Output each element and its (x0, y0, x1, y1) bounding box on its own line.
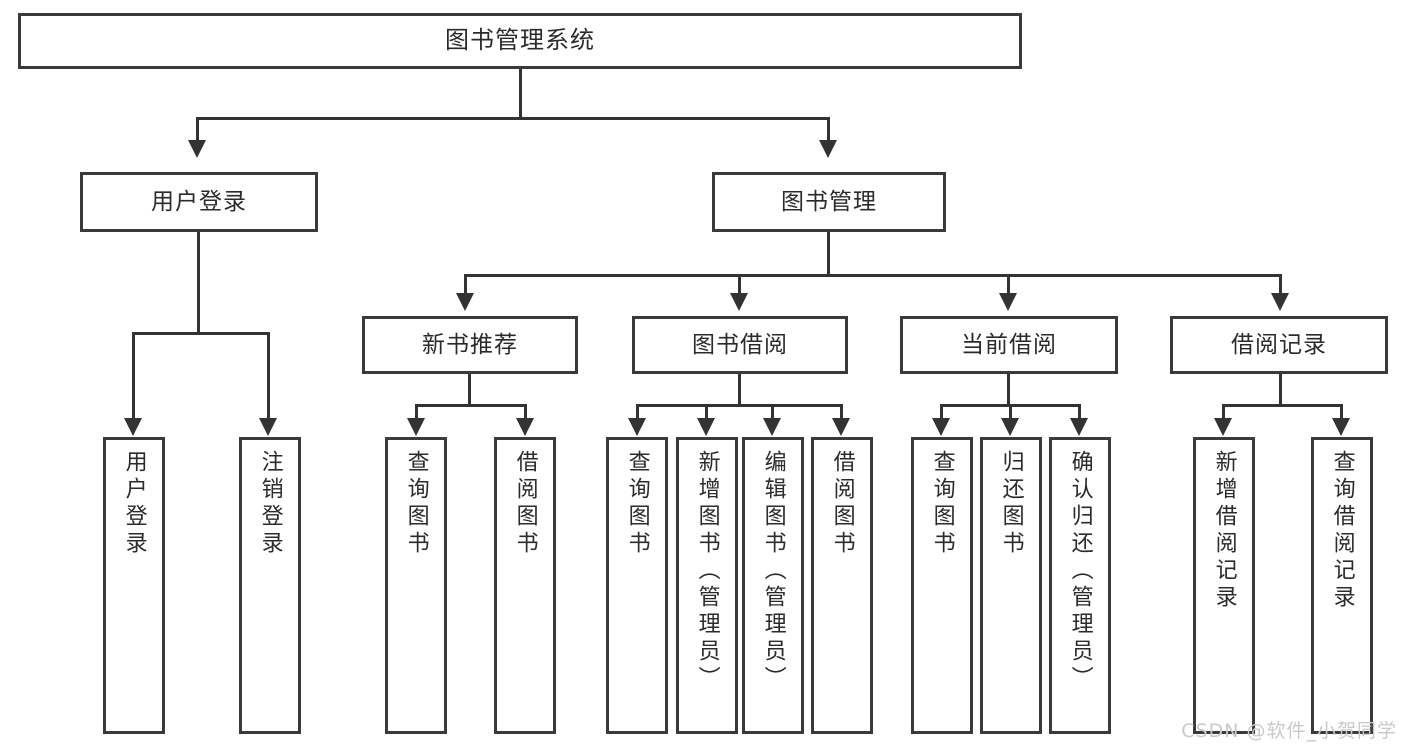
connector-book-mgmt-stem (827, 232, 830, 276)
arrow-nb-query-book (407, 418, 425, 436)
arrow-bb-edit-book (763, 418, 781, 436)
connector-root-bar (196, 117, 830, 120)
arrow-cb-return-book (1001, 418, 1019, 436)
node-label: 借阅图书 (829, 450, 855, 558)
leaf-nb-borrow-book[interactable]: 借阅图书 (494, 437, 556, 734)
arrow-to-book-borrow (730, 293, 748, 311)
node-label: 查询图书 (624, 450, 650, 558)
node-label: 确认归还（管理员） (1067, 450, 1093, 693)
connector-to-new-book (464, 274, 467, 296)
connector-to-book-borrow (738, 274, 741, 296)
connector-cb-leaf3 (1078, 404, 1081, 420)
node-new-book-recommend[interactable]: 新书推荐 (362, 316, 578, 374)
connector-cb-leaf1 (940, 404, 943, 420)
arrow-bb-add-book (697, 418, 715, 436)
arrow-br-query-record (1332, 418, 1350, 436)
connector-book-borrow-bar (636, 404, 843, 407)
arrow-leaf-logout (259, 418, 277, 436)
leaf-bb-edit-book[interactable]: 编辑图书（管理员） (742, 437, 804, 734)
connector-root-to-user-login (196, 117, 199, 142)
arrow-to-new-book (456, 293, 474, 311)
arrow-br-add-record (1214, 418, 1232, 436)
connector-bb-leaf3 (771, 404, 774, 420)
connector-borrow-record-stem (1279, 374, 1282, 406)
node-label: 归还图书 (998, 450, 1024, 558)
node-label: 新增借阅记录 (1211, 450, 1237, 612)
connector-to-borrow-record (1279, 274, 1282, 296)
node-label: 当前借阅 (961, 331, 1057, 358)
leaf-user-login[interactable]: 用户登录 (103, 437, 165, 734)
connector-bb-leaf2 (705, 404, 708, 420)
node-label: 新增图书（管理员） (694, 450, 720, 693)
node-current-borrow[interactable]: 当前借阅 (900, 316, 1118, 374)
leaf-bb-borrow-book[interactable]: 借阅图书 (811, 437, 873, 734)
arrow-bb-query-book (628, 418, 646, 436)
leaf-bb-add-book[interactable]: 新增图书（管理员） (676, 437, 738, 734)
connector-user-login-leaf1 (132, 332, 135, 420)
connector-user-login-stem (197, 232, 200, 334)
connector-borrow-record-bar (1222, 404, 1343, 407)
node-borrow-record[interactable]: 借阅记录 (1170, 316, 1388, 374)
leaf-nb-query-book[interactable]: 查询图书 (385, 437, 447, 734)
arrow-to-book-mgmt (819, 140, 837, 158)
node-book-management[interactable]: 图书管理 (712, 172, 946, 232)
node-label: 用户登录 (151, 188, 247, 215)
connector-current-borrow-stem (1007, 374, 1010, 406)
arrow-leaf-user-login (124, 418, 142, 436)
node-book-borrow[interactable]: 图书借阅 (632, 316, 848, 374)
node-label: 借阅记录 (1231, 331, 1327, 358)
connector-bb-leaf1 (636, 404, 639, 420)
arrow-nb-borrow-book (516, 418, 534, 436)
leaf-bb-query-book[interactable]: 查询图书 (606, 437, 668, 734)
connector-br-leaf2 (1340, 404, 1343, 420)
node-label: 编辑图书（管理员） (760, 450, 786, 693)
node-label: 查询图书 (403, 450, 429, 558)
connector-cb-leaf2 (1009, 404, 1012, 420)
leaf-br-add-record[interactable]: 新增借阅记录 (1193, 437, 1255, 734)
leaf-br-query-record[interactable]: 查询借阅记录 (1311, 437, 1373, 734)
connector-new-book-leaf1 (415, 404, 418, 420)
node-label: 查询图书 (929, 450, 955, 558)
node-label: 借阅图书 (512, 450, 538, 558)
node-label: 用户登录 (121, 450, 147, 558)
node-label: 图书借阅 (692, 331, 788, 358)
connector-new-book-bar (415, 404, 527, 407)
connector-root-stem (519, 69, 522, 119)
arrow-cb-confirm-return (1070, 418, 1088, 436)
connector-user-login-leaf2 (267, 332, 270, 420)
node-user-login[interactable]: 用户登录 (80, 172, 318, 232)
leaf-cb-return-book[interactable]: 归还图书 (980, 437, 1042, 734)
node-label: 查询借阅记录 (1329, 450, 1355, 612)
node-label: 图书管理 (781, 188, 877, 215)
arrow-to-current-borrow (999, 293, 1017, 311)
arrow-to-user-login (188, 140, 206, 158)
node-label: 新书推荐 (422, 331, 518, 358)
leaf-cb-query-book[interactable]: 查询图书 (911, 437, 973, 734)
connector-user-login-bar (132, 332, 270, 335)
leaf-cb-confirm-return[interactable]: 确认归还（管理员） (1049, 437, 1111, 734)
arrow-cb-query-book (932, 418, 950, 436)
connector-new-book-leaf2 (524, 404, 527, 420)
connector-root-to-book-mgmt (827, 117, 830, 142)
leaf-logout[interactable]: 注销登录 (239, 437, 301, 734)
node-root-system[interactable]: 图书管理系统 (18, 13, 1022, 69)
node-label: 图书管理系统 (445, 26, 595, 55)
arrow-to-borrow-record (1271, 293, 1289, 311)
arrow-bb-borrow-book (832, 418, 850, 436)
connector-bb-leaf4 (840, 404, 843, 420)
connector-new-book-stem (468, 374, 471, 406)
connector-book-borrow-stem (738, 374, 741, 406)
connector-level3-bar (464, 274, 1282, 277)
node-label: 注销登录 (257, 450, 283, 558)
connector-br-leaf1 (1222, 404, 1225, 420)
connector-to-current-borrow (1007, 274, 1010, 296)
